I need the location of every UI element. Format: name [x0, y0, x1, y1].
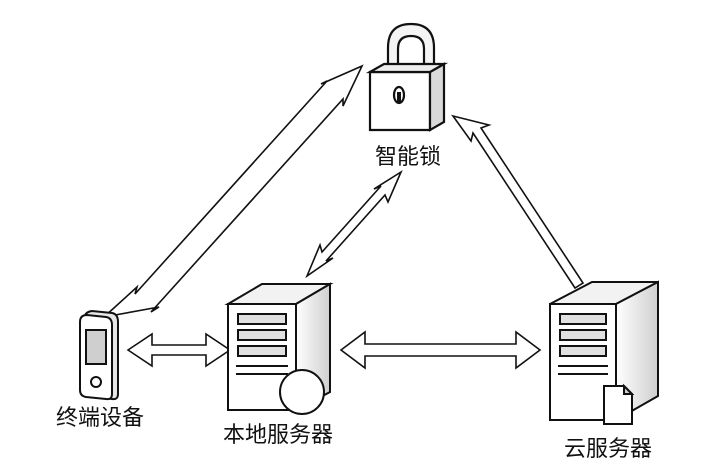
- arrow-terminal-local-server: [126, 332, 232, 368]
- cloud-server-label: 云服务器: [564, 437, 652, 462]
- arrow-cloud-server-to-smart-lock: [451, 114, 585, 290]
- arrow-terminal-smart-lock: [101, 64, 364, 319]
- arrow-local-server-smart-lock: [305, 169, 403, 279]
- handheld-device-icon: [79, 309, 119, 401]
- tower-server-icon: [224, 282, 334, 415]
- local-server-label: 本地服务器: [223, 423, 333, 448]
- arrow-local-server-cloud-server: [339, 330, 542, 370]
- smart-lock-label: 智能锁: [375, 145, 441, 170]
- terminal-label: 终端设备: [56, 406, 144, 431]
- padlock-icon: [365, 22, 449, 132]
- tower-server-icon: [549, 280, 659, 425]
